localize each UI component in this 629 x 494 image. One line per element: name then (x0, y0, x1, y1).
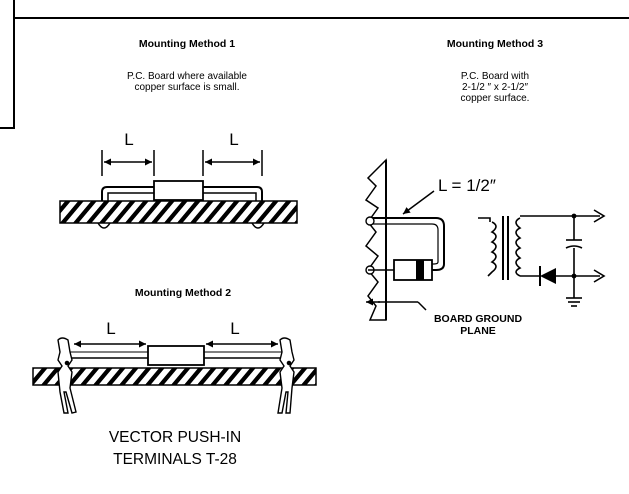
method3-drawing (364, 158, 606, 321)
method1-desc-line1: P.C. Board where available (127, 71, 247, 82)
method2-dim-left-label: L (106, 319, 116, 338)
method3-desc-line1: P.C. Board with (460, 71, 530, 82)
method2-component (147, 345, 205, 366)
method1-component (153, 180, 204, 201)
method2-caption-line1: VECTOR PUSH-IN (108, 429, 242, 446)
method2-dim-right-label: L (230, 319, 240, 338)
diode-symbol (539, 266, 576, 286)
method1-desc-line2: copper surface is small. (134, 82, 240, 93)
method1-dim-left-label: L (124, 130, 134, 149)
method2-left-terminal (57, 337, 77, 414)
ground-plane-label-line2: PLANE (460, 325, 496, 337)
method3-desc-line2: 2-1/2 ″ x 2-1/2″ (461, 82, 528, 93)
method2-board (32, 367, 317, 386)
page-frame (0, 0, 629, 129)
transformer-symbol (478, 216, 522, 280)
method3-desc-line3: copper surface. (460, 93, 530, 104)
method3-component (393, 259, 433, 281)
method2-caption-line2: TERMINALS T-28 (113, 451, 237, 468)
method2-right-terminal (277, 337, 295, 414)
method2-drawing (32, 337, 317, 414)
ground-plane-label-line1: BOARD GROUND (433, 313, 523, 325)
method3-board (364, 158, 387, 321)
lead-length-label: L = 1/2″ (438, 176, 496, 195)
rectifier-circuit (520, 209, 606, 307)
method1-board (59, 200, 298, 224)
method1-drawing (59, 150, 298, 229)
method1-dim-right-label: L (229, 130, 239, 149)
method2-title: Mounting Method 2 (134, 287, 232, 299)
method1-title: Mounting Method 1 (138, 38, 236, 50)
method3-title: Mounting Method 3 (446, 38, 544, 50)
